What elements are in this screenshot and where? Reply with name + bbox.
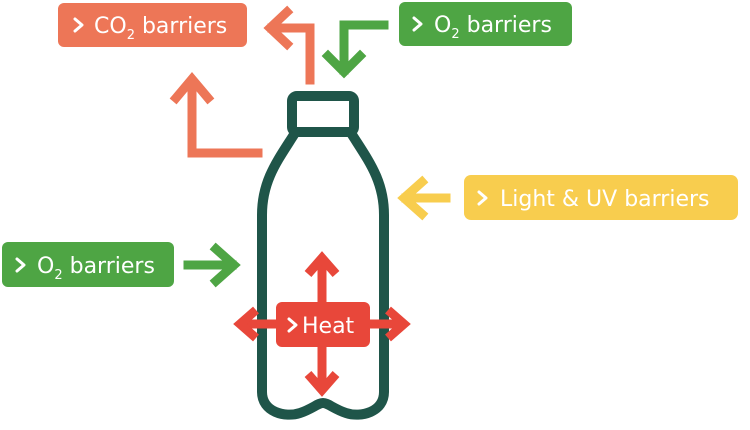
svg-text:Light & UV barriers: Light & UV barriers (500, 187, 710, 212)
light-uv-barriers-label: Light & UV barriers (464, 175, 738, 220)
svg-text:O2 barriers: O2 barriers (434, 13, 552, 42)
chevron-right-icon (287, 317, 298, 333)
svg-text:CO2 barriers: CO2 barriers (94, 14, 227, 43)
co2-arrows (169, 5, 315, 158)
o2-arrow-left (183, 242, 241, 288)
co2-arrow-left (169, 72, 263, 158)
chevron-right-icon (15, 257, 26, 273)
bottle-body (257, 128, 389, 420)
co2-barriers-label: CO2 barriers (58, 3, 247, 47)
chevron-right-icon (73, 17, 84, 33)
heat-arrow-up (304, 251, 340, 277)
heat-arrow-left (233, 306, 259, 342)
svg-text:Heat: Heat (302, 314, 355, 339)
bottle-cap (287, 91, 359, 137)
heat-label: Heat (276, 302, 370, 347)
chevron-right-icon (477, 190, 488, 206)
chevron-right-icon (412, 16, 423, 32)
svg-text:O2 barriers: O2 barriers (37, 254, 155, 283)
o2-arrow-top (321, 20, 389, 79)
o2-barriers-top-label: O2 barriers (399, 2, 572, 46)
light-uv-arrow (397, 175, 451, 221)
bottle (257, 91, 389, 420)
heat-arrow-right (385, 306, 411, 342)
co2-arrow-up (263, 5, 315, 85)
heat-arrow-down (304, 371, 340, 397)
o2-barriers-left-label: O2 barriers (2, 242, 174, 287)
